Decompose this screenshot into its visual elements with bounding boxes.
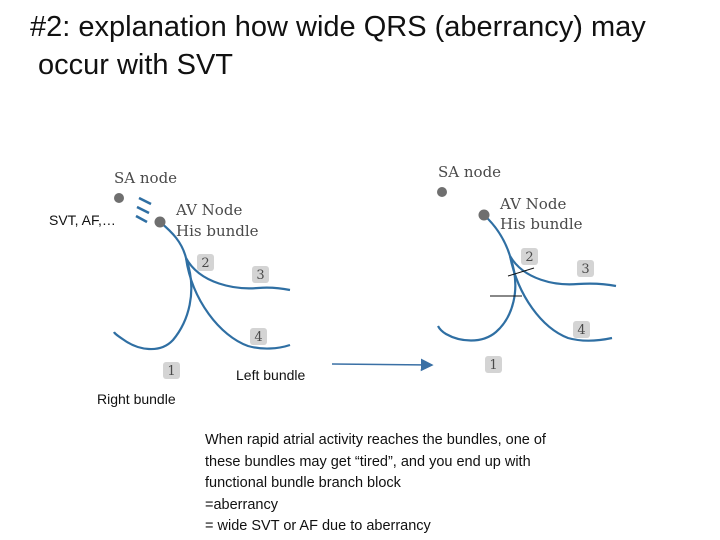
left-badge-3: 3 — [252, 266, 269, 283]
left-left-bundle-posterior-path — [184, 257, 291, 350]
left-impulse-dash-3 — [135, 214, 148, 224]
right-block-marker-upper — [507, 267, 535, 277]
explanation-line-2: these bundles may get “tired”, and you e… — [205, 453, 531, 470]
title-line-1: #2: explanation how wide QRS (aberrancy)… — [30, 11, 646, 43]
explanation-line-5: = wide SVT or AF due to aberrancy — [205, 518, 431, 534]
svg-text:1: 1 — [489, 358, 497, 373]
svg-text:2: 2 — [201, 256, 209, 271]
right-sa-node-dot — [437, 187, 447, 197]
explanation-line-1: When rapid atrial activity reaches the b… — [205, 432, 546, 448]
svg-text:2: 2 — [525, 250, 533, 265]
right-his-bundle-label: His bundle — [500, 215, 583, 233]
explanation-line-3: functional bundle branch block — [205, 475, 401, 491]
right-badge-3: 3 — [577, 260, 594, 277]
transition-arrow — [331, 358, 434, 372]
left-av-node-label: AV Node — [175, 201, 242, 219]
svg-text:3: 3 — [581, 262, 589, 277]
right-right-bundle-path — [437, 255, 517, 342]
right-badge-1: 1 — [485, 356, 502, 373]
left-bundle-label: Left bundle — [236, 367, 305, 383]
left-badge-1: 1 — [163, 362, 180, 379]
left-badge-4: 4 — [250, 328, 267, 345]
right-badge-2: 2 — [521, 248, 538, 265]
right-bundle-label: Right bundle — [97, 391, 176, 407]
left-sa-node-label: SA node — [114, 169, 177, 187]
left-sa-node-dot — [114, 193, 124, 203]
left-svt-label: SVT, AF,… — [49, 212, 116, 228]
left-right-bundle-path — [113, 257, 193, 351]
left-av-node-dot — [154, 216, 166, 228]
left-badge-2: 2 — [197, 254, 214, 271]
svg-text:4: 4 — [254, 330, 262, 345]
left-impulse-dash-1 — [138, 196, 152, 206]
svg-text:1: 1 — [167, 364, 175, 379]
left-impulse-dash-2 — [136, 205, 150, 215]
left-his-bundle-label: His bundle — [176, 222, 259, 240]
right-sa-node-label: SA node — [438, 163, 501, 181]
right-av-node-label: AV Node — [499, 195, 566, 213]
right-badge-4: 4 — [573, 321, 590, 338]
explanation-text: When rapid atrial activity reaches the b… — [205, 430, 625, 538]
right-av-node-dot — [478, 209, 490, 221]
svg-text:3: 3 — [256, 268, 264, 283]
right-left-bundle-anterior-path — [509, 255, 617, 288]
title-line-2: occur with SVT — [38, 49, 233, 81]
left-heart-conduction-diagram: SA node AV Node His bundle SVT, AF,… 2 3… — [49, 169, 305, 407]
slide-title: #2: explanation how wide QRS (aberrancy)… — [30, 8, 646, 84]
right-left-bundle-posterior-path — [508, 255, 613, 342]
svg-text:4: 4 — [577, 323, 585, 338]
left-left-bundle-anterior-path — [185, 257, 291, 292]
right-heart-conduction-diagram: SA node AV Node His bundle 2 3 4 1 — [437, 163, 617, 373]
explanation-line-4: =aberrancy — [205, 496, 278, 513]
